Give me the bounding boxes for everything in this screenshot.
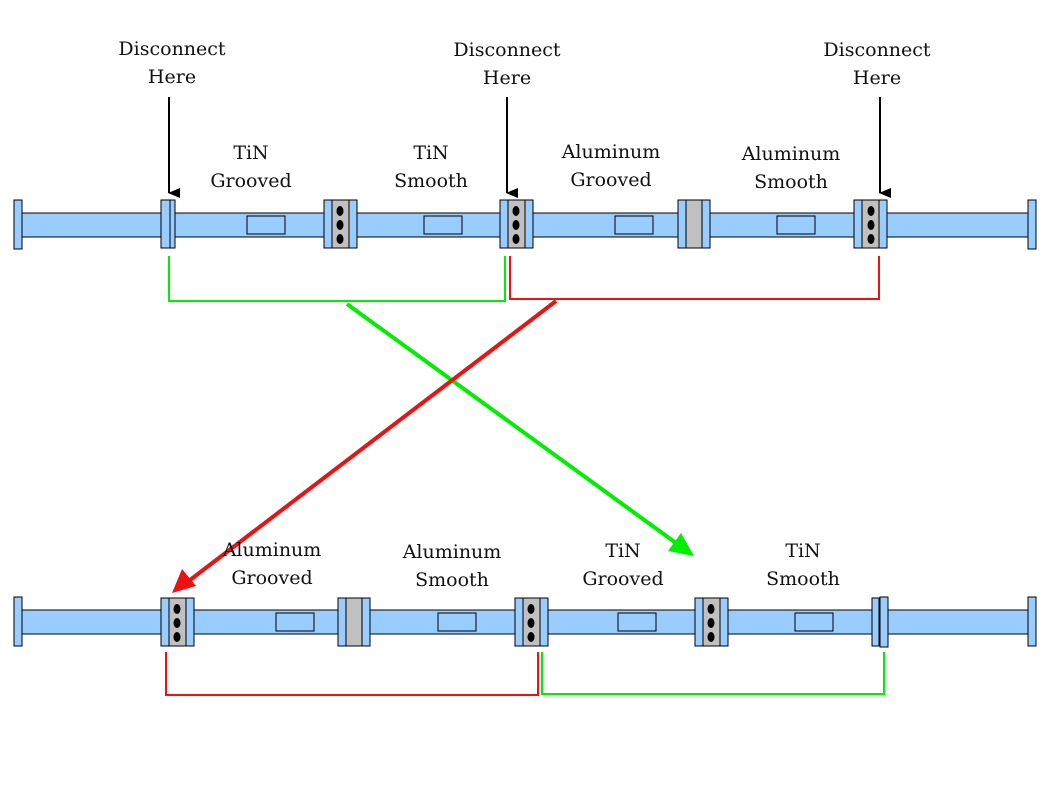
sample-window <box>275 612 315 632</box>
bottom-beamline <box>13 596 1037 648</box>
red-bracket-bottom <box>165 652 539 696</box>
red-move-arrow <box>172 299 558 593</box>
section-label-line1: Aluminum <box>402 541 502 563</box>
section-label-line1: TiN <box>785 540 821 562</box>
section-label-line1: Aluminum <box>222 539 322 561</box>
section-label: TiN Smooth <box>723 537 883 593</box>
disconnect-label-line2: Here <box>147 66 197 88</box>
section-label-line2: Smooth <box>754 171 828 193</box>
section-label: TiN Grooved <box>543 537 703 593</box>
sample-window <box>617 612 657 632</box>
sample-window <box>423 215 463 235</box>
red-bracket-top <box>509 256 880 300</box>
section-label-line1: Aluminum <box>561 141 661 163</box>
disconnect-label-line1: Disconnect <box>823 39 931 61</box>
sample-window <box>246 215 286 235</box>
bolted-flange <box>694 597 729 647</box>
green-bracket-top <box>168 256 506 302</box>
end-flange-right <box>1027 596 1037 647</box>
section-label: Aluminum Grooved <box>531 138 691 194</box>
disconnect-label-line2: Here <box>852 67 902 89</box>
disconnect-label-line2: Here <box>482 67 532 89</box>
flange-disconnect-3 <box>853 199 888 249</box>
end-flange-left <box>13 596 23 647</box>
sample-window <box>437 612 477 632</box>
bolted-flange <box>323 199 358 249</box>
section-label: TiN Grooved <box>171 139 331 195</box>
bolted-flange <box>514 597 549 647</box>
section-label-line2: Grooved <box>231 567 313 589</box>
end-flange-left <box>13 199 23 250</box>
plain-flange <box>337 597 371 647</box>
section-label: Aluminum Smooth <box>711 140 871 196</box>
section-label: Aluminum Smooth <box>372 538 532 594</box>
green-bracket-bottom <box>541 652 885 695</box>
section-label-line1: TiN <box>233 142 269 164</box>
flange-disconnect-1 <box>160 199 176 249</box>
disconnect-label-line1: Disconnect <box>118 38 226 60</box>
section-label-line2: Grooved <box>210 170 292 192</box>
section-label-line2: Smooth <box>394 170 468 192</box>
green-move-arrow <box>345 302 694 556</box>
section-label-line1: TiN <box>413 142 449 164</box>
end-flange-right <box>1027 199 1037 250</box>
top-beamline <box>13 199 1037 250</box>
section-label-line2: Smooth <box>415 569 489 591</box>
sample-window <box>794 612 834 632</box>
plain-flange <box>677 199 711 249</box>
section-label-line2: Grooved <box>582 568 664 590</box>
flange-disconnect-2 <box>499 199 534 249</box>
disconnect-label: Disconnect Here <box>92 35 252 91</box>
simple-flange <box>871 596 889 648</box>
section-label: Aluminum Grooved <box>192 536 352 592</box>
disconnect-label-line1: Disconnect <box>453 39 561 61</box>
sample-window <box>776 215 816 235</box>
section-label-line2: Smooth <box>766 568 840 590</box>
section-label-line1: TiN <box>605 540 641 562</box>
bolted-flange <box>160 597 195 647</box>
section-label-line2: Grooved <box>570 169 652 191</box>
disconnect-label: Disconnect Here <box>427 36 587 92</box>
section-label: TiN Smooth <box>351 139 511 195</box>
disconnect-label: Disconnect Here <box>797 36 957 92</box>
section-label-line1: Aluminum <box>741 143 841 165</box>
sample-window <box>614 215 654 235</box>
